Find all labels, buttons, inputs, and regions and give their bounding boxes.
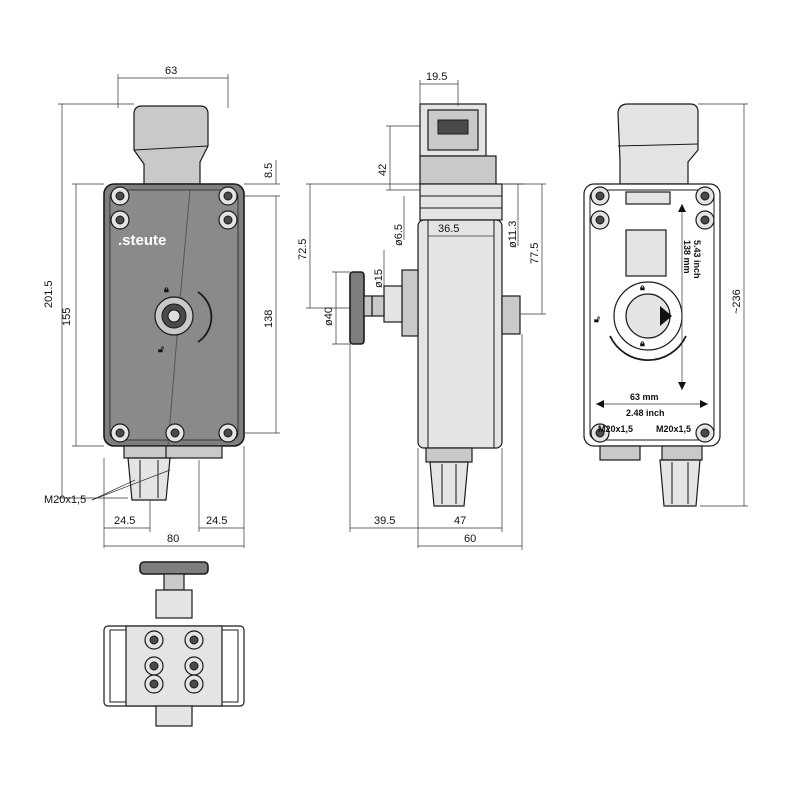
dim-155: 155	[61, 308, 73, 326]
rear-lock-icon-top: 🔒︎	[640, 282, 645, 292]
front-view: .steute 🔒︎ 🔓︎ 63 201.5 155	[43, 65, 280, 548]
side-housing	[417, 219, 503, 449]
thread-label-front: M20x1,5	[44, 494, 86, 506]
dim-77-5: 77.5	[529, 243, 541, 264]
dim-dia-40: ø40	[323, 307, 335, 326]
rear-actuator-head	[617, 103, 699, 185]
rear-vertical-mm: 138 mm	[682, 240, 692, 274]
top-release-knob	[139, 561, 209, 575]
rear-screws	[590, 186, 715, 443]
side-release-knob	[349, 271, 365, 345]
dim-24-5-left: 24.5	[114, 515, 135, 527]
dim-8-5: 8.5	[263, 163, 275, 178]
dim-36-5: 36.5	[438, 223, 459, 235]
rear-horizontal-inch: 2.48 inch	[626, 408, 665, 418]
lock-icon-top: 🔒︎	[164, 284, 169, 294]
rear-vertical-inch: 5.43 inch	[692, 240, 702, 279]
top-screws	[144, 630, 204, 694]
front-screws	[110, 186, 238, 443]
rear-gland-right: M20x1,5	[656, 424, 691, 434]
dim-47: 47	[454, 515, 466, 527]
dim-24-5-right: 24.5	[206, 515, 227, 527]
top-view	[103, 561, 245, 727]
unlock-icon-bottom: 🔓︎	[158, 344, 164, 354]
dim-dia-6-5: ø6.5	[393, 224, 405, 246]
dim-42: 42	[377, 164, 389, 176]
dim-63: 63	[165, 65, 177, 77]
dim-19-5: 19.5	[426, 71, 447, 83]
rear-gland-left: M20x1,5	[598, 424, 633, 434]
dim-60: 60	[464, 533, 476, 545]
dim-dia-11-3: ø11.3	[507, 221, 519, 248]
rear-unlock-icon: 🔓︎	[594, 314, 600, 324]
front-actuator-head	[133, 105, 209, 185]
rear-horizontal-mm: 63 mm	[630, 392, 659, 402]
dim-39-5: 39.5	[374, 515, 395, 527]
dim-236: ~236	[731, 289, 743, 314]
dim-80: 80	[167, 533, 179, 545]
brand-logo: .steute	[118, 232, 166, 249]
dim-72-5: 72.5	[297, 239, 309, 260]
side-view: 19.5 42 72.5 ø6.5 36.5 ø11.3 77.5 ø15 ø4…	[297, 71, 546, 550]
rear-lock-icon-bottom: 🔒︎	[640, 338, 645, 348]
dim-201-5: 201.5	[43, 280, 55, 308]
dim-dia-15: ø15	[373, 269, 385, 288]
front-cable-glands	[123, 445, 223, 501]
rear-view: 🔒︎ 🔒︎ 🔓︎ 138 mm 5.43 inch 63 mm 2.48 inc…	[583, 103, 748, 507]
dim-138: 138	[263, 310, 275, 328]
